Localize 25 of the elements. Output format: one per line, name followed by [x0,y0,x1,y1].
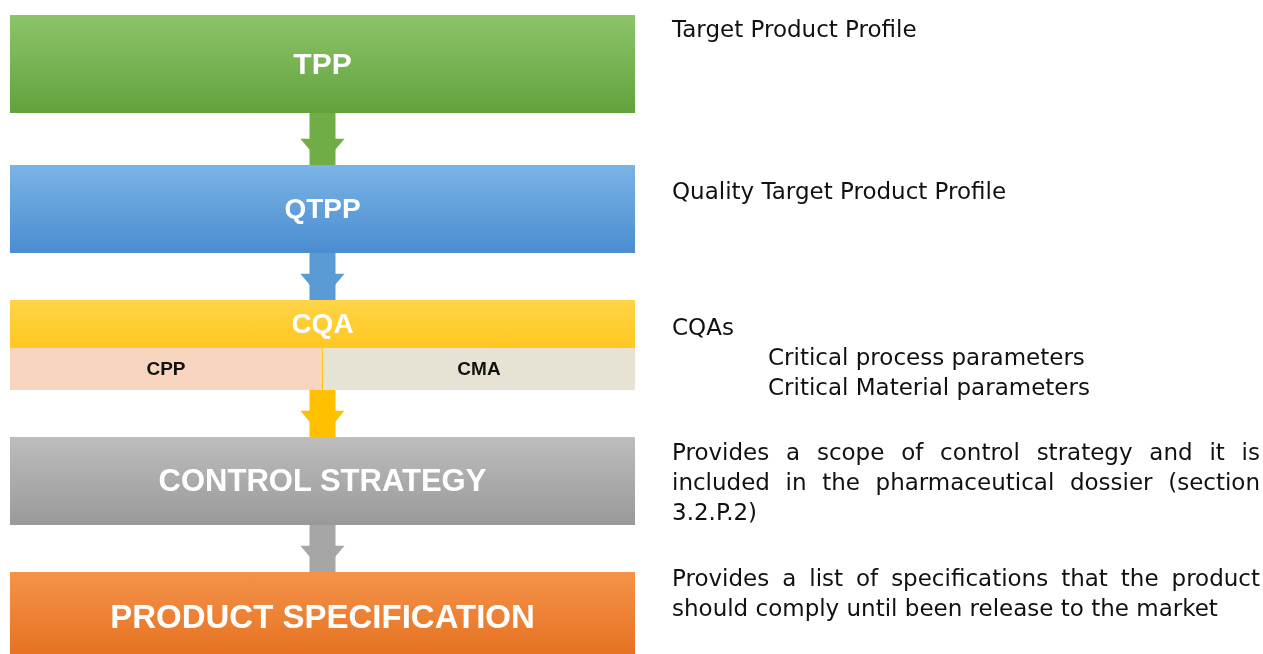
box-label: QTPP [284,193,361,225]
arrow [300,113,345,165]
parameter-box [10,348,322,390]
box-label: CPP [146,358,186,380]
box-label: CMA [457,358,501,380]
box-label: TPP [293,47,352,81]
process-box [10,300,635,390]
arrow [300,253,345,300]
description-text: CQAs [672,313,734,342]
process-box [10,165,635,253]
box-label: CQA [291,308,354,340]
parameter-box [323,348,635,390]
description-text: Critical Material parameters [768,373,1090,402]
box-label: PRODUCT SPECIFICATION [110,598,535,636]
process-box [10,572,635,654]
process-box [10,15,635,113]
description-text: Quality Target Product Profile [672,177,1007,206]
arrow [300,525,345,572]
description-text: Provides a list of specifications that the product should comply until been release to the market [672,564,1260,623]
description-text: Provides a scope of control strategy and it is included in the pharmaceutical dossier (section 3.2.P.2) [672,438,1260,527]
description-text: Critical process parameters [768,343,1085,372]
description-text: Target Product Profile [672,15,917,44]
box-label: CONTROL STRATEGY [158,463,487,499]
process-box [10,437,635,525]
arrow [300,390,345,437]
